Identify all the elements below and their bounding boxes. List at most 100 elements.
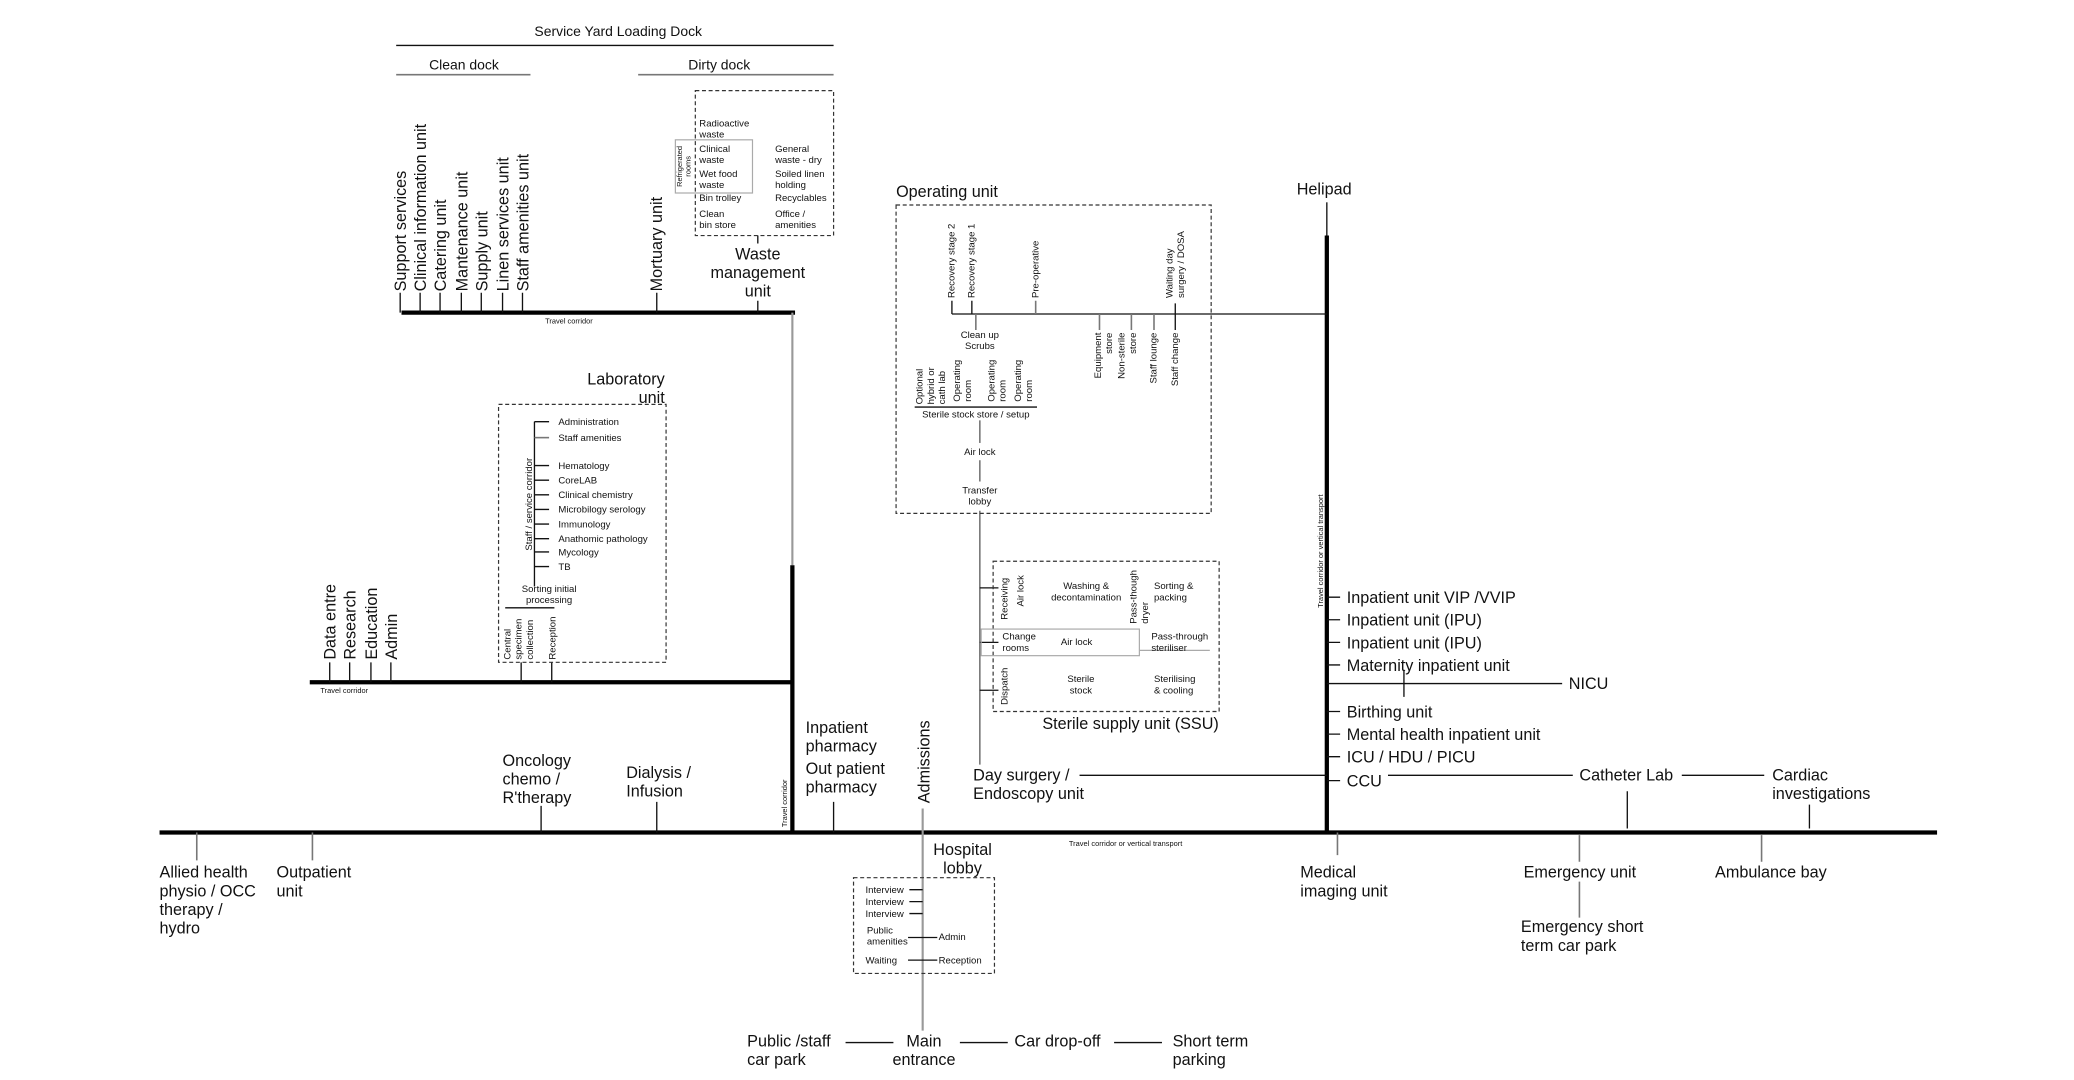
operating-unit-title: Operating unit [896,183,998,201]
waste-item: Clean [699,209,724,220]
clean-unit-label: Catering unit [432,199,450,291]
transfer-lobby-label: lobby [968,497,991,508]
waste-item: bin store [699,220,736,231]
ssu-change-rooms-label: rooms [1002,643,1029,654]
service-yard-title: Service Yard Loading Dock [534,23,702,39]
inpatient-unit-label: ICU / HDU / PICU [1347,749,1476,767]
inpatient-unit-label: Maternity inpatient unit [1347,657,1511,675]
outpatient-unit-label: Outpatient [277,864,352,882]
ssu-washing-label: Washing & [1063,581,1110,592]
catheter-lab-label: Catheter Lab [1579,767,1673,785]
clean-unit-label: Supply unit [473,211,491,292]
oncology-label: Oncology [503,752,572,770]
staff-lounge-label: Staff lounge [1149,333,1160,384]
outpatient-pharmacy-label: pharmacy [806,779,878,797]
inpatient-unit-label: Inpatient unit VIP /VVIP [1347,589,1516,607]
unit-boxes [497,90,1220,975]
hybrid-cath-lab-label: cath lab [937,371,948,405]
ssu-steriliser-label: steriliser [1151,643,1187,654]
inpatient-unit-label: Mental health inpatient unit [1347,726,1541,744]
waste-item: amenities [775,220,816,231]
equipment-store-label: Equipment [1093,332,1104,378]
ssu-cooling-label: & cooling [1154,685,1193,696]
admin-unit-label: Data entre [322,584,340,660]
waste-item: Soiled linen [775,169,824,180]
operating-unit-box [895,204,1212,515]
central-specimen-collection-label: collection [525,620,536,660]
ssu-washing-label: decontamination [1051,592,1121,603]
clean-unit-label: Clinical information unit [412,123,430,291]
operating-room-label: room [963,380,974,402]
interview-room-label: Interview [865,897,903,908]
inpatient-unit-label: CCU [1347,773,1382,791]
clean-unit-label: Staff amenities unit [514,153,532,291]
waiting-day-surgery-label: Waiting day [1165,248,1176,298]
ssu-dryer-label: dryer [1140,601,1151,624]
laboratory-unit-title: unit [639,389,666,407]
ssu-change-rooms-label: Change [1002,632,1036,643]
oncology-label: R'therapy [503,789,573,807]
ssu-steriliser-label: Pass-through [1151,632,1208,643]
sorting-initial-processing-label: processing [526,595,572,606]
lab-item-label: Microbilogy serology [558,505,645,516]
inpatient-unit-label: Inpatient unit (IPU) [1347,612,1482,630]
helipad-label: Helipad [1297,180,1352,198]
air-lock-label: Air lock [964,447,996,458]
medical-imaging-label: imaging unit [1300,882,1388,900]
admissions-label: Admissions [915,720,933,803]
sorting-initial-processing-label: Sorting initial [522,584,577,595]
interview-room-label: Interview [865,909,903,920]
waste-item: Clinical [699,144,730,155]
waste-item: General [775,144,809,155]
waiting-day-surgery-label: surgery / DOSA [1176,230,1187,298]
cardiac-investigations-label: Cardiac [1772,767,1828,785]
waste-item: waste - dry [774,155,822,166]
ssu-sterile-stock-label: Sterile [1067,674,1094,685]
dirty-dock-box [694,90,835,237]
operating-room-label: Pre-operative [1030,241,1041,298]
sterile-stock-store-label: Sterile stock store / setup [922,410,1029,421]
lab-item-label: Immunology [558,519,610,530]
ambulance-bay-label: Ambulance bay [1715,864,1828,882]
clean-dock-label: Clean dock [429,56,499,72]
mortuary-unit-label: Mortuary unit [648,196,666,291]
ssu-cooling-label: Sterilising [1154,674,1195,685]
laboratory-unit-title: Laboratory [587,370,665,388]
refrigerated-rooms-label: rooms [684,156,693,177]
equipment-store-label: store [1104,333,1115,354]
outpatient-unit-label: unit [277,882,304,900]
public-amenities-label: amenities [867,937,908,948]
waiting-label: Waiting [865,955,897,966]
inpatient-unit-label: Birthing unit [1347,703,1433,721]
hospital-lobby-title: Hospital [933,841,992,859]
waste-management-label: management [711,264,806,282]
emergency-car-park-label: term car park [1521,937,1617,955]
car-drop-off-label: Car drop-off [1014,1033,1101,1051]
allied-health-label: therapy / [160,901,224,919]
admin-unit-label: Education [363,588,381,660]
ssu-dryer-label: Pass-though [1129,570,1140,624]
travel-corridor-label: Travel corridor or vertical transport [1316,493,1325,607]
clean-unit-label: Mantenance unit [453,171,471,291]
connector-lines [159,44,1938,1044]
operating-room-label: Operating [986,360,997,402]
waste-item: Wet food [699,169,737,180]
inpatient-pharmacy-label: Inpatient [806,719,869,737]
interview-room-label: Interview [865,885,903,896]
lab-item-label: CoreLAB [558,475,597,486]
travel-corridor-label: Travel corridor [780,779,789,827]
dialysis-label: Infusion [626,783,683,801]
lobby-reception-label: Reception [939,955,982,966]
main-entrance-label: entrance [892,1051,955,1069]
lab-item-label: TB [558,562,570,573]
public-amenities-label: Public [867,926,893,937]
admin-unit-label: Research [342,590,360,659]
short-term-parking-label: Short term [1173,1033,1249,1051]
operating-room-label: Operating [952,360,963,402]
dialysis-label: Dialysis / [626,764,691,782]
ssu-airlock-box [980,628,1140,657]
allied-health-label: physio / OCC [160,882,257,900]
emergency-unit-label: Emergency unit [1524,864,1637,882]
travel-corridor-label: Travel corridor [320,686,368,695]
